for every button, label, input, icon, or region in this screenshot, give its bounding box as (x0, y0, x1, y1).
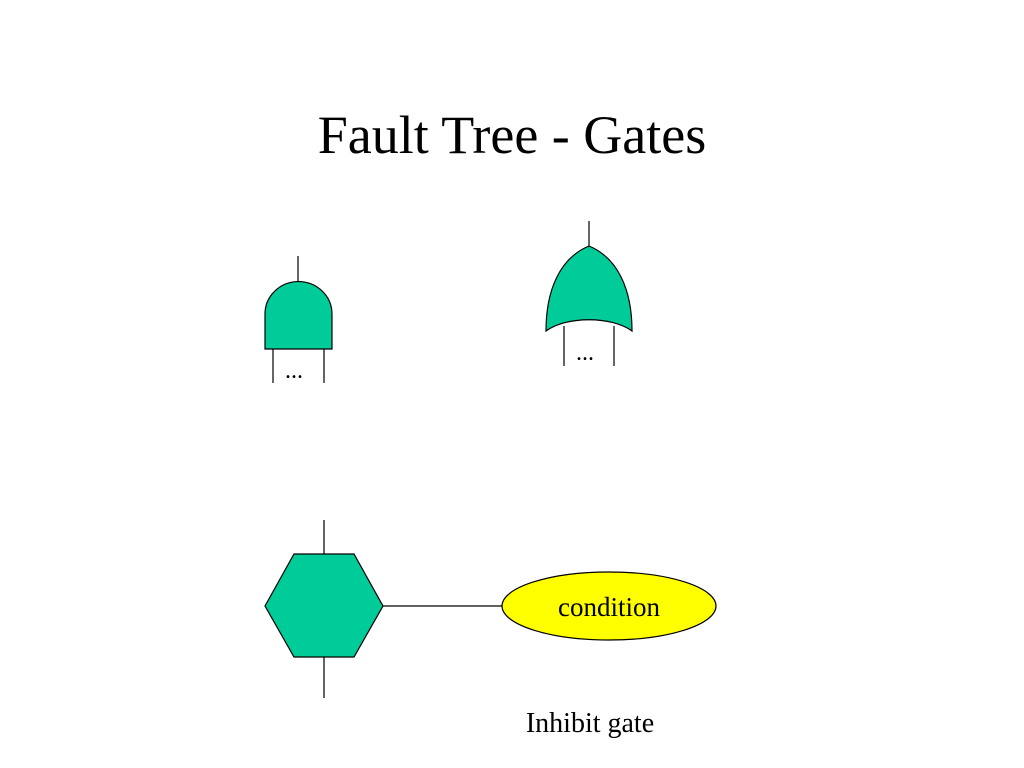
and-gate-inputs-ellipsis: ... (285, 358, 303, 384)
and-gate: ... (264, 256, 333, 384)
inhibit-condition-ellipse (501, 571, 717, 641)
inhibit-gate-hexagon (264, 553, 384, 658)
or-gate: ... (545, 221, 633, 366)
or-gate-body (545, 245, 633, 333)
inhibit-condition-label: condition (558, 592, 660, 622)
and-gate-body (264, 280, 333, 350)
slide-title: Fault Tree - Gates (317, 105, 707, 165)
inhibit-gate-caption: Inhibit gate (525, 708, 655, 739)
inhibit-gate: condition (264, 520, 717, 698)
or-gate-inputs-ellipsis: ... (576, 340, 594, 366)
